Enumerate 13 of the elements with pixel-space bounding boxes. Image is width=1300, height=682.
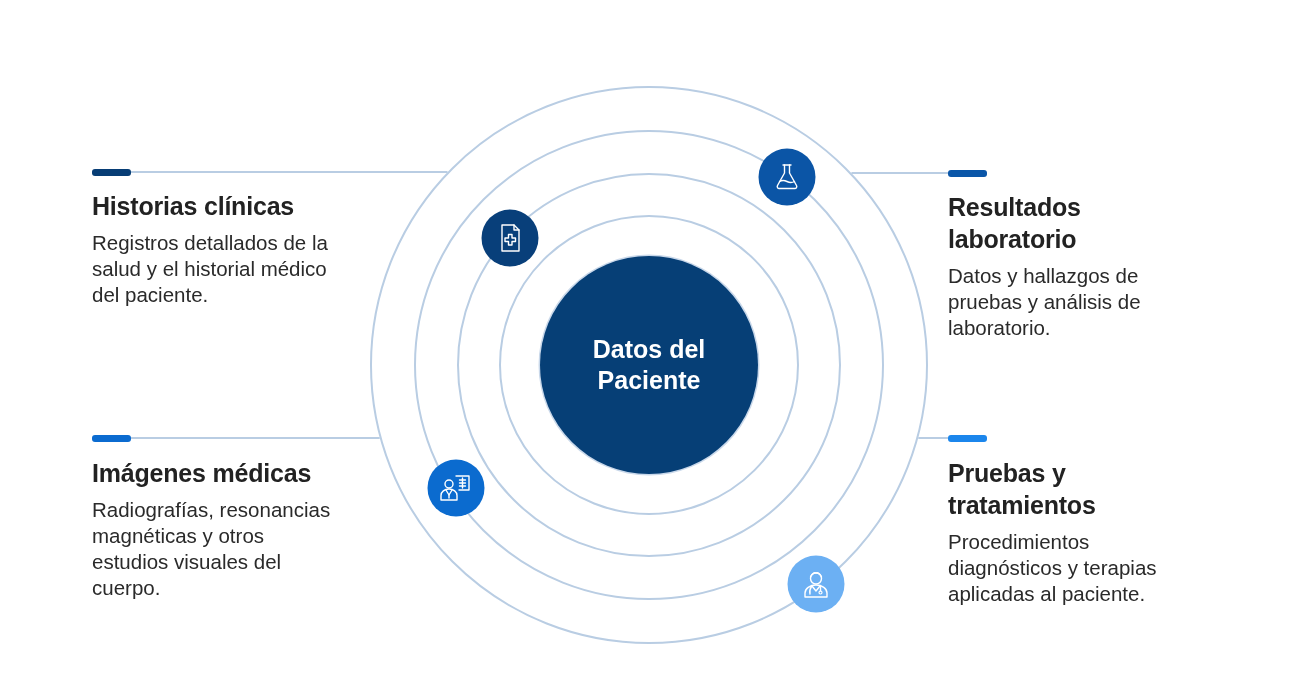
description: Radiografías, resonancias magnéticas y otros estudios visuales del cuerpo. [92, 496, 332, 601]
leader-line [850, 172, 949, 174]
heading: Pruebas y tratamientos [948, 457, 1097, 521]
heading: Resultados laboratorio [948, 191, 1082, 255]
leader-line [130, 437, 381, 439]
leader-line [130, 171, 449, 173]
description: Datos y hallazgos de pruebas y análisis de laboratorio. [948, 262, 1142, 341]
center-title: Datos del Paciente [591, 334, 707, 396]
description: Registros detallados de la salud y el historial médico del paciente. [92, 229, 329, 308]
description: Procedimientos diagnósticos y terapias aplicadas al paciente. [948, 528, 1158, 607]
heading: Historias clínicas [92, 190, 296, 222]
heading: Imágenes médicas [92, 457, 313, 489]
leader-line [917, 437, 949, 439]
